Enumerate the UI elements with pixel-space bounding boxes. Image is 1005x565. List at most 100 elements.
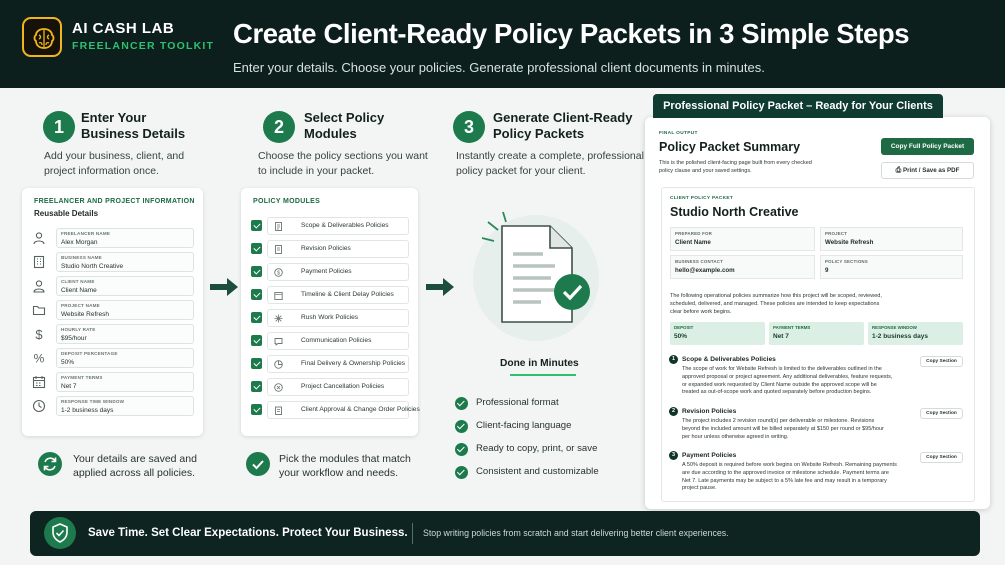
step-3-title-line1: Generate Client-Ready [493,110,633,125]
field-freelancer-name[interactable]: FREELANCER NAME Alex Morgan [32,228,194,248]
field-value: Alex Morgan [61,238,98,246]
module-box[interactable]: Communication Policies [267,332,409,350]
module-scope-deliverables[interactable]: Scope & Deliverables Policies [251,217,409,235]
policy-line: or expanded work requested by Client Nam… [682,381,877,388]
field-value: Studio North Creative [61,262,124,270]
clipboard-icon [275,406,282,415]
modules-card-title: POLICY MODULES [253,198,321,205]
svg-text:$: $ [35,327,43,341]
cell-label: BUSINESS CONTACT [675,259,724,264]
term-value: 50% [674,332,688,340]
checkbox-checked[interactable] [251,381,262,392]
module-revision[interactable]: Revision Policies [251,240,409,258]
module-label: Final Delivery & Ownership Policies [301,360,406,367]
module-box[interactable]: Client Approval & Change Order Policies [267,401,420,419]
policy-line: The project includes 2 revision round(s)… [682,418,875,424]
copy-section-button[interactable]: Copy Section [920,408,963,419]
module-rush-work[interactable]: Rush Work Policies [251,309,409,327]
module-communication[interactable]: Communication Policies [251,332,409,350]
summary-title: Policy Packet Summary [659,140,801,154]
checkbox-checked[interactable] [251,220,262,231]
checkbox-checked[interactable] [251,312,262,323]
client-packet-label: CLIENT POLICY PACKET [670,196,734,201]
checkbox-checked[interactable] [251,266,262,277]
arrow-right-icon [210,278,238,296]
summary-desc-line1: This is the polished client-facing page … [659,160,812,166]
module-box[interactable]: Revision Policies [267,240,409,258]
step-1-title: Enter Your Business Details [81,110,185,142]
feature-text: Client-facing language [476,420,572,431]
folder-icon [32,305,46,316]
field-value: Website Refresh [61,310,109,318]
policy-line: The scope of work for Website Refresh is… [682,366,882,372]
policy-line: A 50% deposit is required before work be… [682,462,897,468]
module-client-approval[interactable]: Client Approval & Change Order Policies [251,401,420,419]
field-label: FREELANCER NAME [61,231,111,236]
info-card-subtitle: Reusable Details [34,209,99,218]
module-payment[interactable]: $ Payment Policies [251,263,409,281]
module-cancellation[interactable]: Project Cancellation Policies [251,378,409,396]
checkmark-circle-icon [455,420,468,433]
step-1-description: Add your business, client, and project i… [44,149,184,179]
freelancer-name-input[interactable]: FREELANCER NAME Alex Morgan [56,228,194,248]
module-label: Scope & Deliverables Policies [301,222,389,229]
module-box[interactable]: Rush Work Policies [267,309,409,327]
step-1-desc-line1: Add your business, client, and [44,150,185,162]
checkbox-checked[interactable] [251,243,262,254]
module-timeline[interactable]: Timeline & Client Delay Policies [251,286,409,304]
coin-icon: $ [274,268,283,277]
module-box[interactable]: $ Payment Policies [267,263,409,281]
field-value: Client Name [61,286,97,294]
module-box[interactable]: Project Cancellation Policies [267,378,409,396]
field-label: RESPONSE TIME WINDOW [61,399,125,404]
policy-body: The project includes 2 revision round(s)… [682,418,884,441]
print-save-pdf-button[interactable]: ⎙ Print / Save as PDF [881,162,974,179]
copy-section-button[interactable]: Copy Section [920,356,963,367]
step-1-desc-line2: project information once. [44,165,159,177]
info-footer-line2: applied across all policies. [73,467,195,479]
cell-label: PREPARED FOR [675,231,712,236]
copy-section-button[interactable]: Copy Section [920,452,963,463]
intro-line1: The following operational policies summa… [670,293,882,299]
dollar-icon: $ [35,327,43,341]
policy-title: Payment Policies [682,452,737,459]
module-label: Payment Policies [301,268,352,275]
policy-number: 2 [669,407,678,416]
feature-text: Consistent and customizable [476,466,599,477]
checkbox-checked[interactable] [251,404,262,415]
module-box[interactable]: Scope & Deliverables Policies [267,217,409,235]
field-label: HOURLY RATE [61,327,96,332]
copy-full-packet-button[interactable]: Copy Full Policy Packet [881,138,974,155]
step-2-desc-line1: Choose the policy sections you want [258,150,428,162]
checkmark-circle-icon [455,466,468,479]
sync-icon [38,452,62,476]
module-box[interactable]: Final Delivery & Ownership Policies [267,355,409,373]
lightning-icon [274,314,283,323]
checkbox-checked[interactable] [251,358,262,369]
checkmark-circle-icon [455,443,468,456]
field-value: Net 7 [61,382,77,390]
checkbox-checked[interactable] [251,335,262,346]
field-hourly-rate[interactable]: $ HOURLY RATE$95/hour [32,324,194,344]
module-final-delivery[interactable]: Final Delivery & Ownership Policies [251,355,409,373]
document-icon [275,245,282,254]
cell-label: PROJECT [825,231,848,236]
checkbox-checked[interactable] [251,289,262,300]
module-box[interactable]: Timeline & Client Delay Policies [267,286,409,304]
hourly-rate-input[interactable]: HOURLY RATE$95/hour [56,324,194,344]
step-2-title-line2: Modules [304,126,357,141]
